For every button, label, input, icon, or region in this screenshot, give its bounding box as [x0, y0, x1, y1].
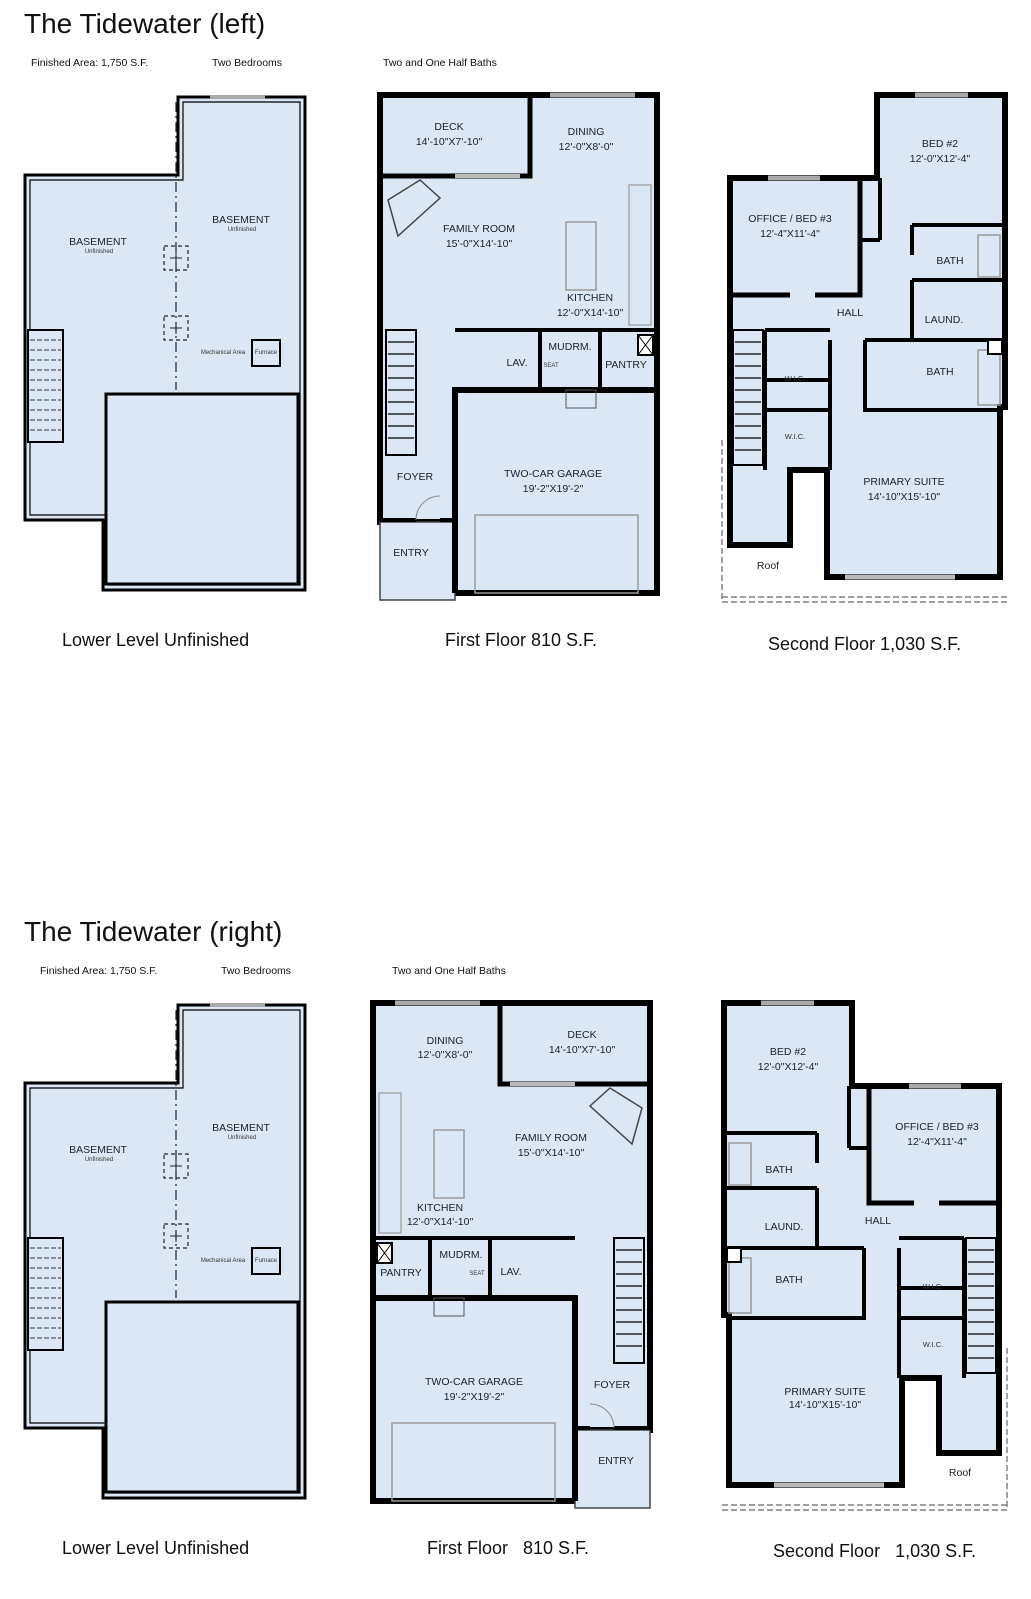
- room-label: ENTRY: [598, 1455, 634, 1467]
- room-label: MUDRM.: [439, 1249, 483, 1261]
- mechanical-label: Mechanical Area: [200, 1258, 246, 1264]
- room-label: ENTRY: [393, 547, 429, 559]
- baths: Two and One Half Baths: [392, 965, 506, 977]
- room-label: W.I.C.: [784, 432, 806, 441]
- room-label: DINING: [567, 126, 605, 138]
- room-label: DINING: [426, 1035, 464, 1047]
- first-floor-plan-left: [380, 95, 657, 600]
- room-label: TWO-CAR GARAGE: [503, 468, 603, 480]
- plan-title: The Tidewater (left): [24, 8, 266, 39]
- room-dimensions: 15'-0"X14'-10": [445, 238, 513, 250]
- room-label: BATH: [926, 366, 954, 378]
- floor-caption: Lower Level Unfinished: [62, 630, 250, 650]
- room-label: W.I.C.: [922, 1282, 944, 1291]
- floor-caption: Lower Level Unfinished: [62, 1538, 250, 1558]
- room-label: FOYER: [396, 471, 434, 483]
- room-dimensions: 14'-10"X15'-10": [788, 1399, 862, 1411]
- room-dimensions: 14'-10"X7'-10": [548, 1044, 616, 1056]
- first-floor-plan-right: [373, 1003, 650, 1508]
- floor-caption: Second Floor 1,030 S.F.: [768, 634, 962, 654]
- room-label: HALL: [864, 1215, 892, 1227]
- seat-label: SEAT: [469, 1271, 485, 1277]
- room-label: DECK: [567, 1029, 597, 1041]
- furnace-label: Furnace: [254, 350, 278, 356]
- floor-caption: First Floor 810 S.F.: [427, 1538, 590, 1558]
- room-label: BATH: [775, 1274, 803, 1286]
- roof-label: Roof: [756, 560, 780, 572]
- room-dimensions: 12'-0"X14'-10": [556, 307, 624, 319]
- room-label: BASEMENT: [212, 214, 270, 226]
- room-label: TWO-CAR GARAGE: [424, 1376, 524, 1388]
- room-label: PRIMARY SUITE: [863, 476, 945, 488]
- second-floor-plan-right: [722, 1003, 1007, 1510]
- room-label: KITCHEN: [416, 1202, 464, 1214]
- room-note: Unfinished: [84, 249, 114, 255]
- roof-label: Roof: [948, 1467, 972, 1479]
- room-dimensions: 12'-0"X8'-0": [417, 1049, 473, 1061]
- mechanical-label: Mechanical Area: [200, 350, 246, 356]
- room-label: MUDRM.: [548, 341, 592, 353]
- room-label: KITCHEN: [566, 292, 614, 304]
- finished-area: Finished Area: 1,750 S.F.: [31, 57, 149, 69]
- room-dimensions: 19'-2"X19'-2": [443, 1391, 505, 1403]
- room-label: LAV.: [506, 357, 528, 369]
- room-label: BED #2: [769, 1046, 807, 1058]
- room-dimensions: 14'-10"X15'-10": [867, 491, 941, 503]
- room-dimensions: 12'-0"X12'-4": [757, 1061, 819, 1073]
- finished-area: Finished Area: 1,750 S.F.: [40, 965, 158, 977]
- room-label: FAMILY ROOM: [515, 1132, 587, 1144]
- room-dimensions: 12'-4"X11'-4": [907, 1136, 967, 1148]
- room-label: BED #2: [921, 138, 959, 150]
- room-dimensions: 12'-4"X11'-4": [760, 228, 820, 240]
- room-label: FOYER: [593, 1379, 631, 1391]
- room-label: LAUND.: [764, 1221, 804, 1233]
- lower-level-plan-left: [23, 95, 307, 592]
- room-label: DECK: [434, 121, 464, 133]
- room-note: Unfinished: [227, 1135, 257, 1141]
- room-label: BATH: [936, 255, 964, 267]
- room-dimensions: 12'-0"X12'-4": [909, 153, 971, 165]
- room-label: BASEMENT: [69, 236, 127, 248]
- room-label: BASEMENT: [212, 1122, 270, 1134]
- room-dimensions: 12'-0"X14'-10": [406, 1216, 474, 1228]
- room-label: W.I.C.: [922, 1340, 944, 1349]
- seat-label: SEAT: [543, 363, 559, 369]
- floor-caption: Second Floor 1,030 S.F.: [773, 1541, 977, 1561]
- room-dimensions: 12'-0"X8'-0": [558, 141, 614, 153]
- room-note: Unfinished: [84, 1157, 114, 1163]
- second-floor-plan-left: [722, 95, 1007, 602]
- room-label: LAV.: [500, 1266, 522, 1278]
- room-label: PANTRY: [380, 1267, 422, 1279]
- room-label: FAMILY ROOM: [443, 223, 515, 235]
- bedrooms: Two Bedrooms: [221, 965, 292, 977]
- floor-caption: First Floor 810 S.F.: [445, 630, 598, 650]
- room-label: OFFICE / BED #3: [748, 213, 832, 225]
- furnace-label: Furnace: [254, 1258, 278, 1264]
- lower-level-plan-right: [23, 1003, 307, 1500]
- room-label: OFFICE / BED #3: [895, 1121, 979, 1133]
- room-label: BATH: [765, 1164, 793, 1176]
- room-dimensions: 19'-2"X19'-2": [522, 483, 584, 495]
- room-label: HALL: [836, 307, 864, 319]
- room-label: LAUND.: [924, 314, 964, 326]
- room-label: PANTRY: [605, 359, 647, 371]
- plan-title: The Tidewater (right): [24, 916, 283, 947]
- room-label: BASEMENT: [69, 1144, 127, 1156]
- room-label: W.I.C.: [784, 374, 806, 383]
- bedrooms: Two Bedrooms: [212, 57, 283, 69]
- baths: Two and One Half Baths: [383, 57, 497, 69]
- room-label: PRIMARY SUITE: [784, 1386, 866, 1398]
- room-dimensions: 15'-0"X14'-10": [517, 1147, 585, 1159]
- room-dimensions: 14'-10"X7'-10": [415, 136, 483, 148]
- room-note: Unfinished: [227, 227, 257, 233]
